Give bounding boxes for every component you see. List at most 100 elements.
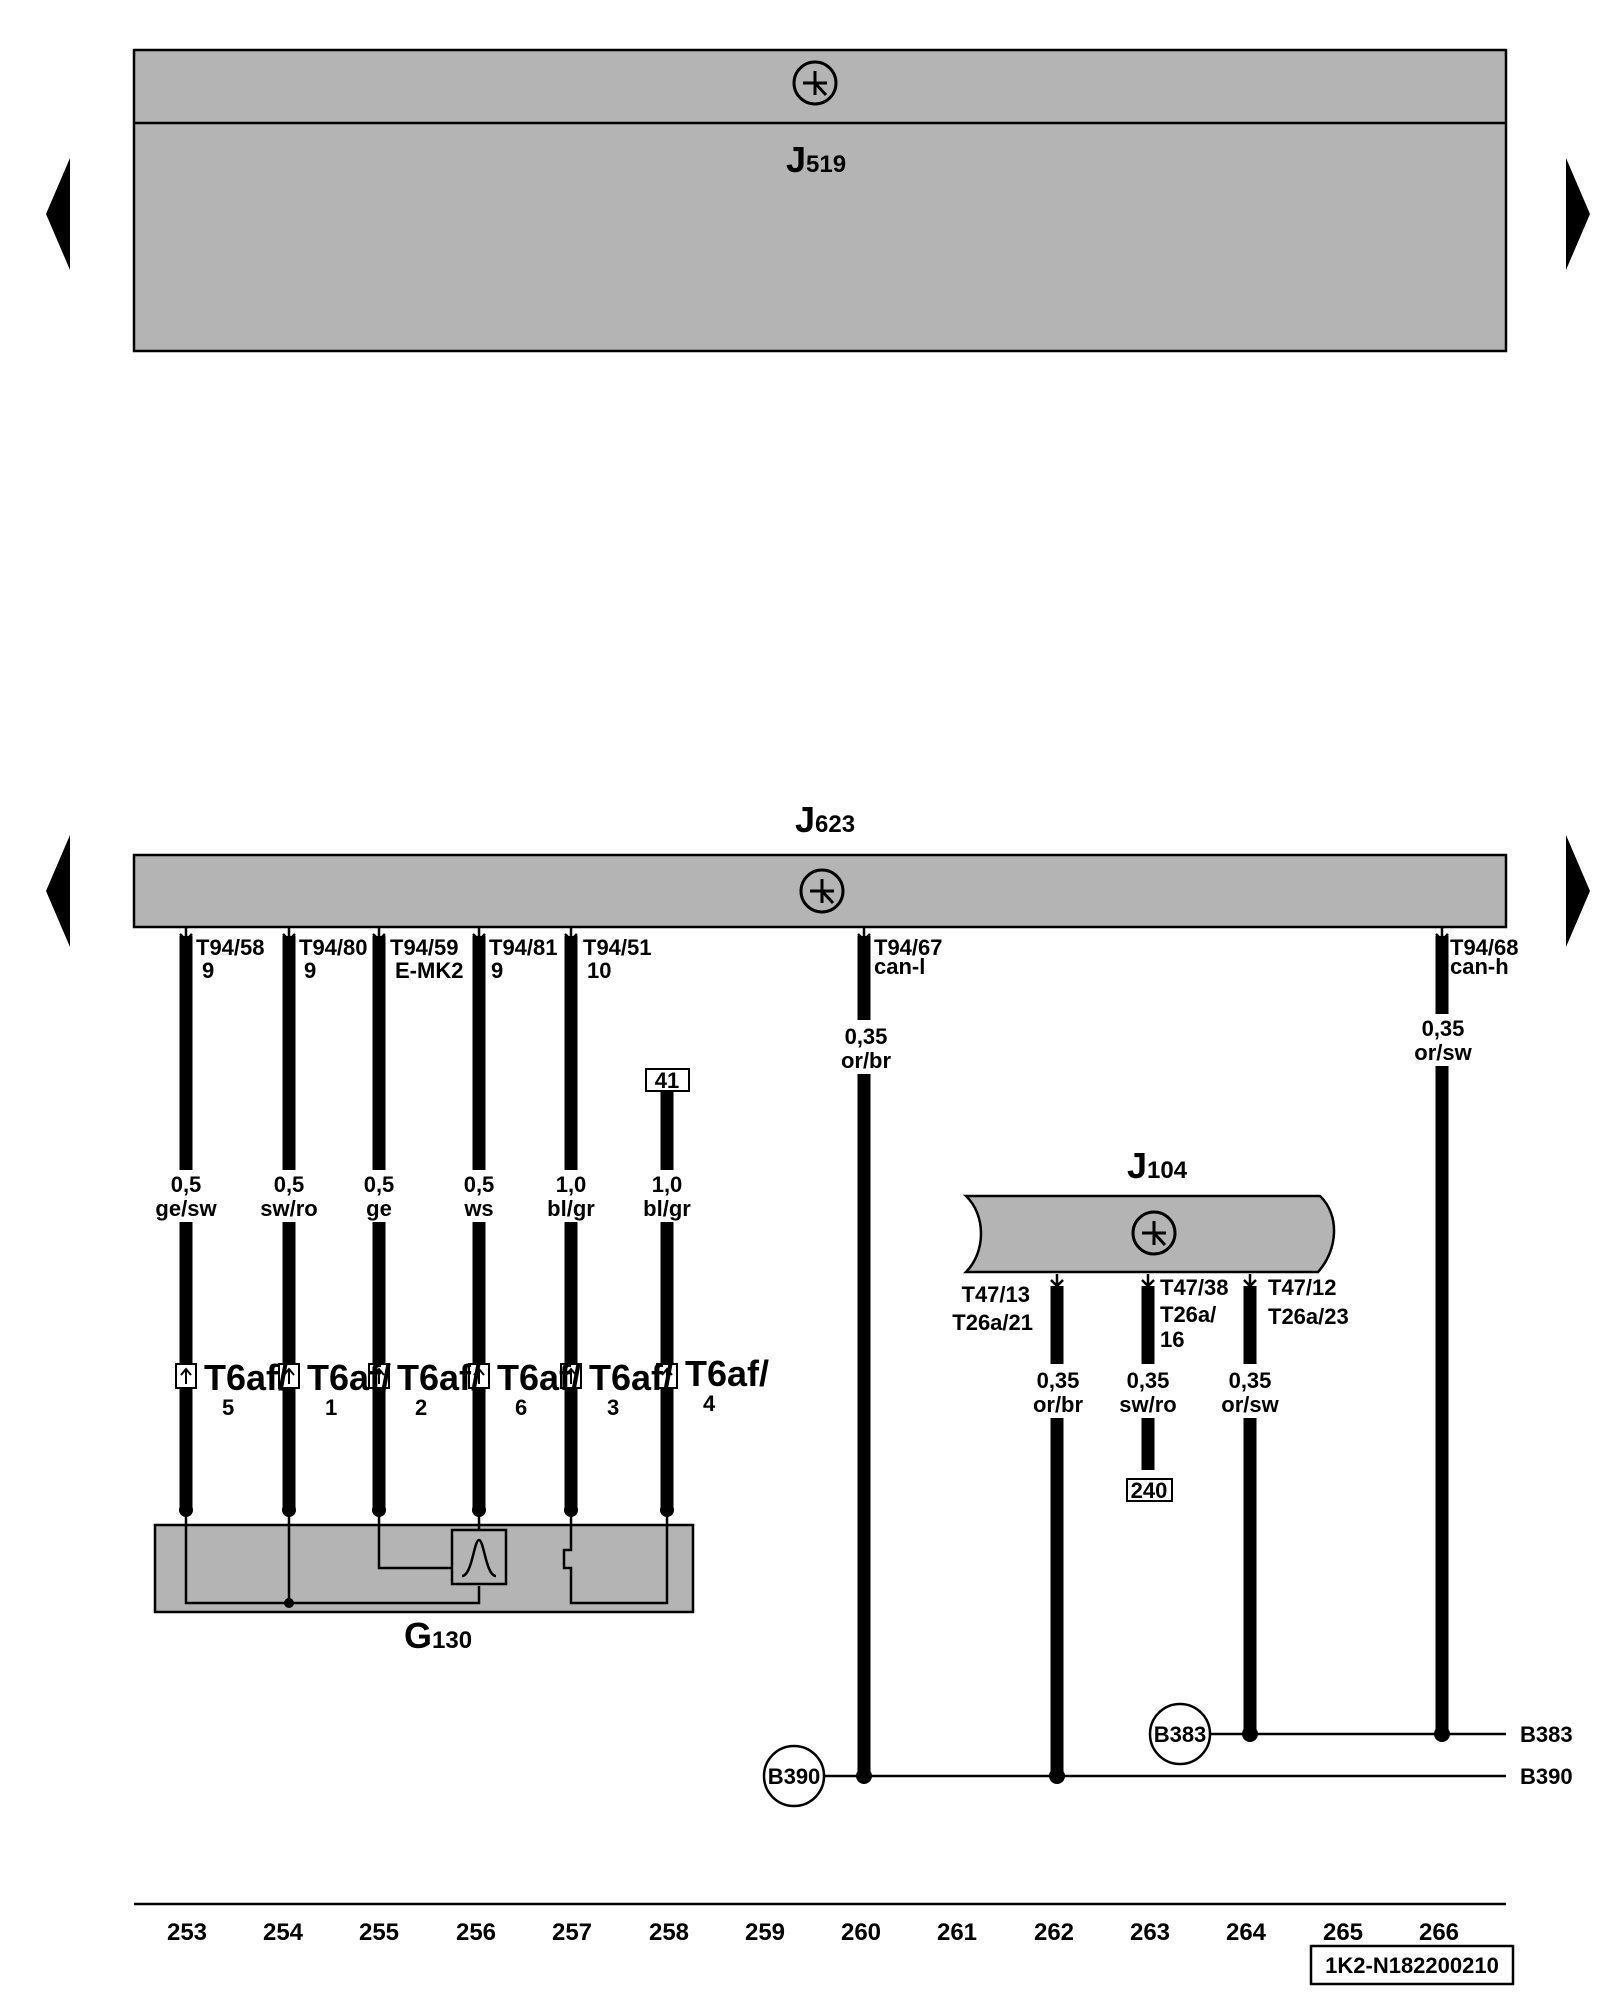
connector-icon: [278, 1363, 300, 1389]
wire-color: or/br: [841, 1048, 892, 1073]
wire-labels-left: 0,5 ge/sw 0,5 sw/ro 0,5 ge 0,5 ws 1,0 bl…: [155, 1170, 694, 1222]
wire-color: sw/ro: [1119, 1392, 1176, 1417]
connector-icon: [656, 1363, 678, 1389]
bus-b390: B390 B390: [762, 1744, 1573, 1808]
column-number: 266: [1419, 1919, 1459, 1946]
pin-signal: 10: [587, 958, 611, 983]
wire-size: 0,35: [845, 1024, 888, 1049]
connector-label: T6af/: [497, 1357, 581, 1398]
connector-icon: [560, 1363, 582, 1389]
column-number: 253: [167, 1919, 207, 1946]
wire-size: 0,35: [1422, 1016, 1465, 1041]
connector-label: T6af/: [589, 1357, 673, 1398]
connector-pin: 3: [607, 1395, 619, 1420]
wire-group-g130: [179, 936, 674, 1510]
column-number: 261: [937, 1919, 977, 1946]
bus-b383: B383 B383: [1148, 1702, 1573, 1766]
sensor-g130: G130: [153, 1503, 695, 1656]
pin-label: T26a/: [1160, 1302, 1216, 1327]
can-wires: 0,35 or/br 0,35 or/sw: [832, 936, 1479, 1776]
j104-wires: T47/13 T26a/21 T47/38 T26a/ 16 T47/12 T2…: [952, 1274, 1349, 1776]
reference-41-label: 41: [655, 1068, 679, 1093]
wire-size: 0,5: [464, 1172, 495, 1197]
j623-pin-labels: T94/58 9 T94/80 9 T94/59 E-MK2 T94/81 9 …: [196, 935, 1519, 983]
pin-arrows-j623: [179, 928, 1449, 942]
wire-size: 1,0: [556, 1172, 587, 1197]
j104-label: J104: [1127, 1145, 1188, 1186]
next-page-arrow-top[interactable]: [1566, 158, 1590, 270]
bus-b390-label: B390: [1520, 1764, 1573, 1789]
column-number: 262: [1034, 1919, 1074, 1946]
wire-color: ws: [463, 1196, 493, 1221]
column-numbers: 253 254 255 256 257 258 259 260 261 262 …: [167, 1919, 1459, 1946]
pin-label: T94/81: [489, 935, 558, 960]
splice-b383-icon[interactable]: [1148, 1702, 1212, 1766]
document-code: 1K2-N182200210: [1325, 1953, 1499, 1978]
connector-pin: 6: [515, 1395, 527, 1420]
splice-b390-icon[interactable]: [762, 1744, 826, 1808]
column-number: 254: [263, 1919, 304, 1946]
control-unit-j519: J519: [132, 48, 1508, 353]
splice-b383-label: B383: [1154, 1722, 1207, 1747]
reference-box-240[interactable]: [1126, 1478, 1173, 1502]
pin-label: T94/80: [299, 935, 368, 960]
splice-b390-label: B390: [768, 1764, 821, 1789]
pin-signal: E-MK2: [395, 958, 463, 983]
connector-label: T6af/: [204, 1357, 288, 1398]
wire-size: 0,5: [171, 1172, 202, 1197]
connector-pin: 2: [415, 1395, 427, 1420]
wire-color: or/sw: [1221, 1392, 1279, 1417]
connector-icon: [175, 1363, 197, 1389]
pin-signal: can-l: [874, 954, 925, 979]
pin-label: T47/13: [962, 1282, 1031, 1307]
control-unit-j623: [132, 853, 1508, 929]
pin-label: T26a/23: [1268, 1304, 1349, 1329]
wire-size: 0,5: [274, 1172, 305, 1197]
wire-color: or/br: [1033, 1392, 1084, 1417]
column-number: 258: [649, 1919, 689, 1946]
ecu-symbol-icon: [1131, 1210, 1177, 1256]
pin-signal: can-h: [1450, 954, 1509, 979]
sensor-element-icon: [450, 1528, 508, 1586]
connector-pin: 1: [325, 1395, 337, 1420]
connector-label: T6af/: [685, 1353, 769, 1394]
bus-b383-label: B383: [1520, 1722, 1573, 1747]
column-number: 259: [745, 1919, 785, 1946]
pin-label: T94/51: [583, 935, 652, 960]
wire-size: 0,5: [364, 1172, 395, 1197]
j623-label: J623: [795, 799, 855, 840]
prev-page-arrow-top[interactable]: [46, 158, 70, 270]
connector-label: T6af/: [397, 1357, 481, 1398]
pin-signal: 9: [304, 958, 316, 983]
connector-pin: 5: [222, 1395, 234, 1420]
pin-label: T94/59: [390, 935, 459, 960]
pin-label: T47/12: [1268, 1275, 1337, 1300]
column-number: 265: [1323, 1919, 1363, 1946]
connector-icon: [468, 1363, 490, 1389]
wire-color: or/sw: [1414, 1040, 1472, 1065]
column-number: 255: [359, 1919, 399, 1946]
column-number: 256: [456, 1919, 496, 1946]
g130-label: G130: [404, 1615, 472, 1656]
prev-page-arrow-bottom[interactable]: [46, 835, 70, 947]
wire-color: bl/gr: [547, 1196, 595, 1221]
j519-label: J519: [786, 139, 846, 180]
document-code-box: [1309, 1944, 1515, 1986]
wire-size: 0,35: [1229, 1368, 1272, 1393]
reference-box-41[interactable]: [645, 1068, 690, 1092]
pin-label: T47/38: [1160, 1275, 1229, 1300]
control-unit-j104: [962, 1194, 1336, 1274]
pin-signal: 9: [202, 958, 214, 983]
pin-signal: 9: [491, 958, 503, 983]
pin-label: T94/67: [874, 935, 943, 960]
connector-label: T6af/: [307, 1357, 391, 1398]
pin-label: T94/58: [196, 935, 265, 960]
reference-240-label: 240: [1131, 1478, 1168, 1503]
next-page-arrow-bottom[interactable]: [1566, 835, 1590, 947]
wire-color: ge/sw: [155, 1196, 217, 1221]
pin-label: T26a/21: [952, 1310, 1033, 1335]
column-number: 264: [1226, 1919, 1267, 1946]
connector-pin: 4: [703, 1391, 716, 1416]
wire-color: bl/gr: [643, 1196, 691, 1221]
